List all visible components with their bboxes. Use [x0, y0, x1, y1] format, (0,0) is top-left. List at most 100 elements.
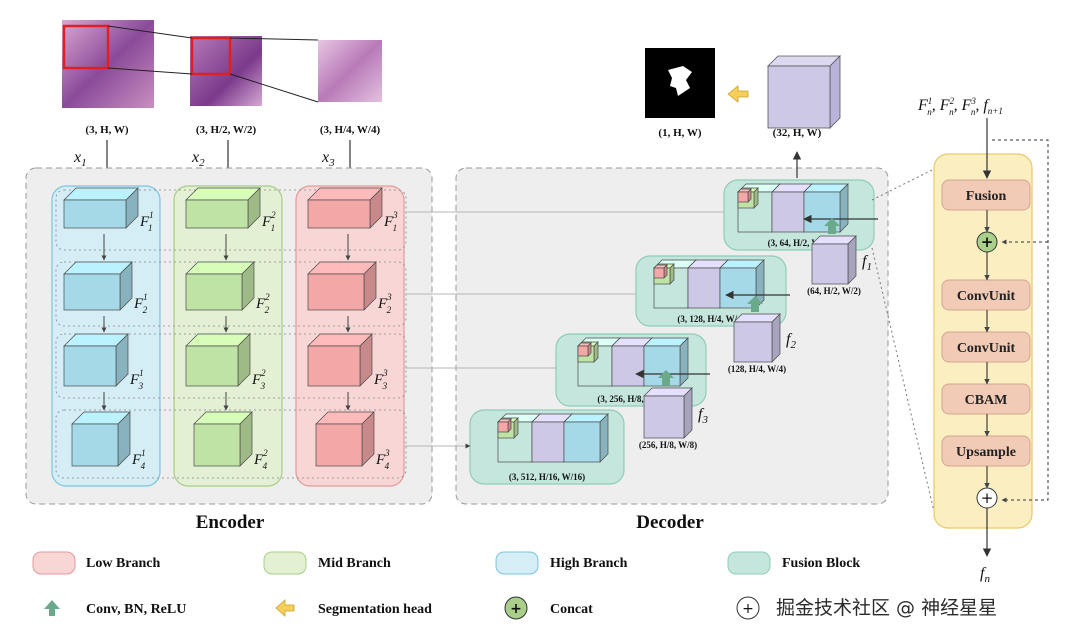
input-shape-2: (3, H/2, W/2)	[196, 124, 257, 136]
mask-shape: (1, H, W)	[658, 127, 702, 139]
f-cube-1	[811, 235, 857, 285]
feature-cube-b1-2	[63, 261, 133, 311]
fusion-module-fusion-1: Fusion	[941, 179, 1031, 211]
legend-segmentation: Segmentation head	[318, 602, 432, 617]
feature-cube-b1-1	[63, 187, 139, 229]
feature-cube-b1-3	[63, 333, 129, 387]
fusion-block-2: (3, 128, H/4, W/4)	[635, 255, 787, 327]
add-icon	[736, 596, 760, 620]
fusion-module-label: Fusion	[966, 189, 1007, 204]
fusion-block-label-3: (3, 256, H/8, W/8)	[597, 394, 664, 404]
fusion-module-upsample-5: Upsample	[941, 435, 1031, 467]
input-image-quarter	[318, 40, 382, 102]
fusion-module-label: ConvUnit	[957, 341, 1016, 356]
legend-high-branch: High Branch	[550, 556, 628, 571]
f-label-1: f1	[862, 253, 872, 273]
feature-cube-b3-2	[307, 261, 377, 311]
fusion-module-label: Upsample	[956, 445, 1016, 460]
legend-concat: Concat	[550, 602, 593, 617]
decoder-panel: (3, 64, H/2, W/2) f1 (64, H/2, W/2) (3, 128…	[455, 167, 889, 533]
svg-text:+: +	[981, 233, 994, 251]
output-feature-shape: (32, H, W)	[773, 127, 822, 139]
fusion-volume-4-3	[563, 413, 609, 463]
fusion-mini-r-2	[653, 264, 668, 279]
f-shape-2: (128, H/4, W/4)	[728, 364, 786, 374]
conv-arrow-1	[824, 218, 840, 234]
decoder-fusion-blocks: (3, 64, H/2, W/2) f1 (64, H/2, W/2) (3, 128…	[469, 179, 878, 485]
concat-node: +	[976, 231, 998, 253]
input-shape-3: (3, H/4, W/4)	[320, 124, 381, 136]
legend-low-branch: Low Branch	[86, 556, 161, 571]
output-section: (1, H, W) (32, H, W)	[645, 48, 841, 178]
feature-cube-b2-2	[185, 261, 255, 311]
legend-conv: Conv, BN, ReLU	[86, 602, 186, 617]
feature-cube-b3-1	[307, 187, 383, 229]
conv-arrow-icon	[44, 600, 60, 616]
feature-cube-b2-4	[193, 411, 253, 467]
watermark: 掘金技术社区 @ 神经星星	[776, 597, 997, 619]
input-image-full	[62, 20, 154, 108]
fusion-block-1: (3, 64, H/2, W/2)	[723, 179, 875, 251]
input-var-x3: x3	[321, 149, 335, 169]
decoder-title: Decoder	[636, 512, 704, 533]
f-label-3: f3	[698, 406, 708, 426]
skip-connections	[405, 211, 724, 449]
segmentation-head-arrow	[727, 85, 749, 103]
input-var-x2: x2	[191, 149, 205, 169]
f-cube-3	[643, 387, 693, 439]
fusion-mini-r-4	[497, 418, 512, 433]
legend: Low Branch Mid Branch High Branch Fusion…	[32, 551, 997, 620]
add-node: +	[976, 487, 998, 509]
fusion-module-convunit-3: ConvUnit	[941, 331, 1031, 363]
fusion-volume-2-3	[719, 259, 765, 309]
svg-text:+: +	[510, 601, 522, 617]
segmentation-arrow-icon	[275, 599, 295, 617]
f-label-2: f2	[786, 331, 796, 351]
conv-arrow-3	[658, 370, 674, 386]
fusion-mini-r-1	[737, 188, 752, 203]
input-var-x1: x1	[73, 149, 87, 169]
svg-text:+: +	[742, 601, 754, 617]
fusion-module-label: CBAM	[965, 393, 1008, 408]
fusion-mini-r-3	[577, 342, 592, 357]
fusion-module-cbam-4: CBAM	[941, 383, 1031, 415]
output-feature-cube	[767, 55, 841, 129]
f-shape-1: (64, H/2, W/2)	[807, 286, 861, 296]
svg-text:+: +	[981, 489, 994, 507]
conv-arrow-2	[747, 296, 763, 312]
concat-icon	[504, 596, 528, 620]
fusion-block-label-1: (3, 64, H/2, W/2)	[768, 238, 831, 248]
feature-cube-b2-1	[185, 187, 261, 229]
feature-cube-b1-4	[71, 411, 131, 467]
fusion-module-convunit-2: ConvUnit	[941, 279, 1031, 311]
fusion-block-4: (3, 512, H/16, W/16)	[469, 409, 625, 485]
legend-fusion-block: Fusion Block	[782, 556, 860, 571]
fusion-block-label-2: (3, 128, H/4, W/4)	[677, 314, 744, 324]
input-shape-1: (3, H, W)	[85, 124, 129, 136]
f-cube-2	[733, 313, 781, 363]
input-patches: (3, H, W) (3, H/2, W/2) (3, H/4, W/4) x1…	[62, 20, 382, 183]
feature-cube-b3-3	[307, 333, 373, 387]
legend-mid-branch: Mid Branch	[318, 556, 391, 571]
fusion-output-label: fn	[980, 565, 990, 585]
input-image-half	[190, 36, 262, 106]
fusion-module-label: ConvUnit	[957, 289, 1016, 304]
fusion-block-label-4: (3, 512, H/16, W/16)	[509, 472, 585, 482]
